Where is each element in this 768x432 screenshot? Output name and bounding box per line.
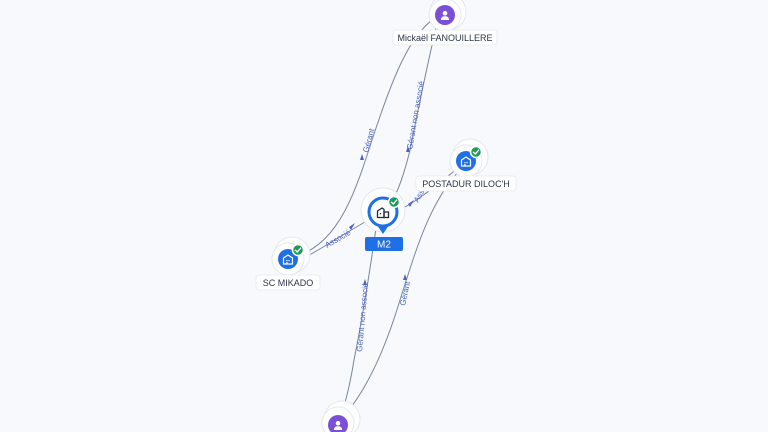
edge-label: Gérant non associé bbox=[405, 80, 426, 150]
center-label: M2 bbox=[377, 240, 391, 251]
edge-line bbox=[389, 19, 439, 206]
edge-line bbox=[344, 167, 463, 416]
verified-badge bbox=[387, 195, 401, 209]
node-label: Mickaël FANOUILLERE bbox=[397, 33, 492, 43]
edge-label: Associé bbox=[324, 228, 353, 250]
edge-arrow-icon bbox=[349, 223, 355, 230]
verified-badge bbox=[291, 243, 305, 257]
node-mickael-fanouillere[interactable]: Mickaël FANOUILLERE bbox=[392, 0, 498, 46]
verified-badge bbox=[469, 145, 483, 159]
edge-label: Gérant bbox=[398, 280, 412, 307]
center-node-m2[interactable]: M2 bbox=[360, 187, 406, 251]
edge-arrow-icon bbox=[363, 279, 367, 285]
edge-arrow-icon bbox=[360, 154, 364, 160]
center-label-background bbox=[365, 237, 403, 251]
edge-arrow-icon bbox=[408, 200, 414, 207]
edge-label: Gérant bbox=[361, 127, 376, 154]
node-sc-mikado[interactable]: SC MIKADO bbox=[255, 236, 321, 291]
edge-center-bottom[interactable]: Gérant non associé bbox=[339, 227, 377, 421]
edge-line bbox=[339, 227, 377, 421]
edge-arrow-icon bbox=[403, 274, 407, 280]
edge-label: Gérant non associé bbox=[355, 282, 370, 352]
node-bottom-person[interactable] bbox=[321, 400, 361, 432]
edge-arrow-icon bbox=[406, 146, 410, 152]
edge-mikado-center[interactable]: Associé bbox=[299, 217, 373, 261]
node-postadur-diloch[interactable]: POSTADUR DILOC'H bbox=[415, 138, 517, 192]
node-label-background bbox=[255, 274, 321, 291]
node-label: SC MIKADO bbox=[263, 278, 314, 288]
node-label: POSTADUR DILOC'H bbox=[422, 179, 510, 189]
node-label-background bbox=[392, 29, 498, 46]
node-label-background bbox=[415, 175, 517, 192]
